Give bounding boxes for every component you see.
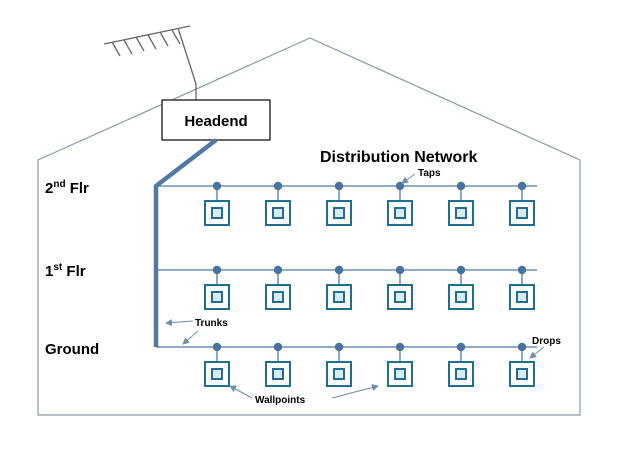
floor-label-ground: Ground — [45, 341, 99, 358]
trunks-arrow-down — [182, 330, 199, 345]
tap-node — [273, 342, 283, 352]
trunks-arrow-up — [165, 319, 194, 327]
tap-node — [212, 265, 222, 275]
wallpoint-socket — [211, 291, 223, 303]
drops-label: Drops — [532, 336, 561, 347]
wallpoint-socket — [516, 291, 528, 303]
floor-label-2nd: 2nd Flr — [45, 179, 89, 197]
floor-label-1st: 1st Flr — [45, 262, 86, 280]
trunk-line — [153, 138, 218, 347]
tap-node — [456, 265, 466, 275]
trunks-label: Trunks — [195, 318, 228, 329]
wallpoint-socket — [455, 207, 467, 219]
tap-node — [212, 181, 222, 191]
wallpoint-socket — [211, 368, 223, 380]
tap-node — [517, 342, 527, 352]
wallpoint-socket — [272, 291, 284, 303]
wallpoints-label: Wallpoints — [255, 395, 306, 406]
wallpoint-icon — [448, 361, 474, 387]
wallpoint-socket — [455, 291, 467, 303]
wallpoint-socket — [516, 207, 528, 219]
wallpoints-arrow-left — [229, 385, 253, 399]
tap-node — [395, 265, 405, 275]
wallpoint-socket — [394, 207, 406, 219]
wallpoint-icon — [204, 361, 230, 387]
tap-node — [395, 342, 405, 352]
headend-box — [161, 99, 271, 141]
wallpoint-socket — [333, 207, 345, 219]
taps-arrow — [401, 173, 416, 184]
wallpoint-socket — [333, 368, 345, 380]
wallpoint-socket — [455, 368, 467, 380]
wallpoint-socket — [516, 368, 528, 380]
wallpoint-socket — [394, 368, 406, 380]
tap-node — [334, 342, 344, 352]
headend-label: Headend — [184, 113, 247, 130]
house-outline — [37, 37, 581, 416]
wallpoint-icon — [387, 200, 413, 226]
drops-arrow — [529, 346, 545, 359]
distribution-network — [156, 181, 537, 387]
wallpoint-socket — [333, 291, 345, 303]
tap-node — [334, 181, 344, 191]
wallpoint-socket — [272, 207, 284, 219]
tap-node — [334, 265, 344, 275]
tap-node — [517, 181, 527, 191]
tap-node — [273, 265, 283, 275]
antenna-icon — [103, 25, 197, 100]
wallpoints-arrow-right — [331, 384, 379, 399]
tap-node — [273, 181, 283, 191]
wallpoint-icon — [509, 361, 535, 387]
diagram-title: Distribution Network — [320, 149, 477, 166]
tap-node — [212, 342, 222, 352]
tap-node — [456, 342, 466, 352]
tap-node — [517, 265, 527, 275]
wallpoint-socket — [211, 207, 223, 219]
wallpoint-socket — [394, 291, 406, 303]
tap-node — [395, 181, 405, 191]
tap-node — [456, 181, 466, 191]
wallpoint-socket — [272, 368, 284, 380]
taps-label: Taps — [418, 168, 441, 179]
